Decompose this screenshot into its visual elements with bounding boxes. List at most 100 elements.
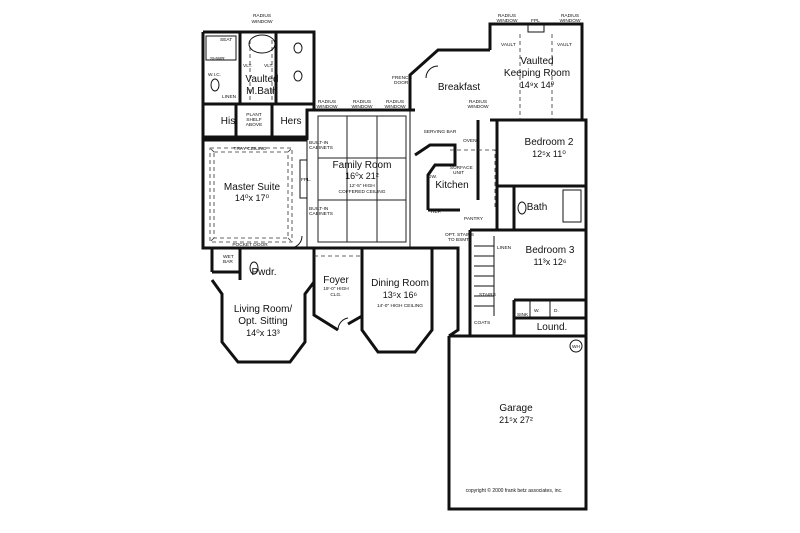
sink-icon [293, 42, 303, 54]
breakfast-label: Breakfast [438, 82, 480, 93]
bedroom-3-dimensions: 11³x 12⁶ [533, 257, 566, 267]
radius-window-label: RADIUS [498, 13, 516, 19]
keeping-room-label: Vaulted [520, 56, 553, 67]
opt-stairs-label: TO BSMT. [448, 237, 470, 243]
garage-dimensions: 21⁵x 27² [499, 415, 533, 425]
radius-window-label: WINDOW [251, 19, 273, 25]
exterior-walls [201, 22, 588, 511]
room-labels: RADIUS WINDOW RADIUS WINDOW RADIUS WINDO… [208, 13, 581, 494]
pocket-door-label: POCKET DOOR [232, 242, 268, 248]
fpl-label: FPL [531, 18, 540, 24]
living-room-dimensions: 14⁰x 13³ [246, 328, 280, 338]
pantry-label: PANTRY [464, 216, 484, 222]
refrigerator-label: REF. [431, 209, 441, 215]
family-room-note: COFFERED CEILING [339, 189, 386, 195]
coats-label: COATS [474, 320, 490, 326]
radius-window-label: RADIUS [353, 99, 371, 105]
vault-label: VAULT [557, 42, 572, 48]
sink-label: SINK [517, 312, 529, 318]
living-room-label: Living Room/ [234, 304, 293, 315]
family-room-label: Family Room [333, 160, 392, 171]
linen-label: LINEN [497, 245, 512, 251]
copyright-text: copyright © 2000 frank betz associates, … [466, 487, 563, 494]
built-in-label: BUILT-IN [309, 206, 329, 212]
water-heater-label: WH [572, 344, 581, 350]
door-swing-icon [425, 65, 439, 79]
coffered-ceiling-grid [317, 115, 407, 243]
radius-window-label: WINDOW [316, 104, 338, 110]
door-swing-icon [337, 317, 349, 331]
dryer-label: D. [554, 308, 559, 314]
plant-shelf-label: ABOVE [246, 122, 263, 128]
radius-window-label: RADIUS [469, 99, 487, 105]
master-suite-label: Master Suite [224, 182, 281, 193]
water-heater-icon [569, 339, 583, 353]
wet-bar-label: BAR [223, 259, 233, 265]
foyer-note: CLG. [330, 292, 341, 298]
plant-shelf-label: PLANT [246, 112, 262, 118]
shower-label: SHWR. [210, 56, 226, 62]
radius-window-label: WINDOW [384, 104, 406, 110]
bedroom-3-label: Bedroom 3 [526, 245, 575, 256]
radius-window-label: RADIUS [561, 13, 579, 19]
vlt-label: VLT. [264, 63, 273, 69]
fireplace-icon [527, 23, 545, 33]
wic-label: W.I.C. [208, 72, 221, 78]
door-swing-icon [289, 235, 303, 249]
keeping-room-label: Keeping Room [504, 68, 570, 79]
living-room-label: Opt. Sitting [238, 316, 287, 327]
plant-shelf-label: SHELF [246, 117, 262, 123]
powder-room-label: Pwdr. [251, 267, 276, 278]
dishwasher-label: DW. [428, 174, 437, 180]
cabinets-label: CABINETS [309, 211, 333, 217]
fireplace-icon [299, 159, 308, 199]
toilet-icon [249, 261, 259, 275]
foyer-note: 19'-0" HIGH [323, 286, 349, 292]
toilet-icon [517, 201, 527, 215]
radius-window-label: RADIUS [253, 13, 271, 19]
fireplace-label: FPL. [301, 177, 311, 183]
kitchen-label: Kitchen [435, 180, 468, 191]
laundry-label: Lound. [537, 322, 568, 333]
radius-window-label: RADIUS [386, 99, 404, 105]
bath-label: Bath [527, 202, 548, 213]
tray-ceiling-label: TRAY CEILING [234, 146, 267, 152]
dining-room-label: Dining Room [371, 278, 429, 289]
master-suite-dimensions: 14⁰x 17⁰ [235, 193, 270, 203]
family-room-dimensions: 16⁰x 21² [345, 171, 379, 181]
radius-window-label: WINDOW [496, 18, 518, 24]
washer-label: W. [534, 308, 540, 314]
vaulted-mbath-label: Vaulted [245, 74, 278, 85]
shower-icon [205, 35, 237, 61]
surface-unit-label: SURFACE [450, 165, 473, 171]
vaulted-mbath-label: M.Bath [246, 86, 278, 97]
garage-label: Garage [499, 403, 533, 414]
cabinets-label: CABINETS [309, 145, 333, 151]
radius-window-label: WINDOW [559, 18, 581, 24]
linen-label: LINEN [222, 94, 237, 100]
family-room-note: 12'-5" HIGH [349, 183, 375, 189]
foyer-label: Foyer [323, 275, 349, 286]
sink-icon [293, 70, 303, 82]
french-door-label: FRENCH [392, 75, 413, 81]
fixtures [205, 23, 583, 353]
bedroom-2-dimensions: 12⁵x 11⁰ [532, 149, 566, 159]
stairs-icon [474, 236, 495, 316]
dining-room-note: 14'-0" HIGH CEILING [377, 303, 423, 309]
keeping-room-dimensions: 14⁹x 14⁰ [520, 80, 555, 90]
serving-bar-label: SERVING BAR [424, 129, 457, 135]
dining-room-dimensions: 13⁵x 16⁶ [383, 290, 418, 300]
dashed-features [209, 34, 553, 257]
ovens-label: OVENS [463, 138, 480, 144]
radius-window-label: WINDOW [467, 104, 489, 110]
vault-label: VAULT [501, 42, 516, 48]
hers-closet-label: Hers [280, 116, 301, 127]
interior-walls [203, 32, 586, 336]
stairs-label: STAIRS [479, 292, 496, 298]
surface-unit-label: UNIT [453, 170, 464, 176]
bedroom-2-label: Bedroom 2 [525, 137, 574, 148]
toilet-icon [210, 78, 220, 92]
radius-window-label: RADIUS [318, 99, 336, 105]
french-door-label: DOOR [394, 80, 409, 86]
seat-label: SEAT [220, 37, 232, 43]
